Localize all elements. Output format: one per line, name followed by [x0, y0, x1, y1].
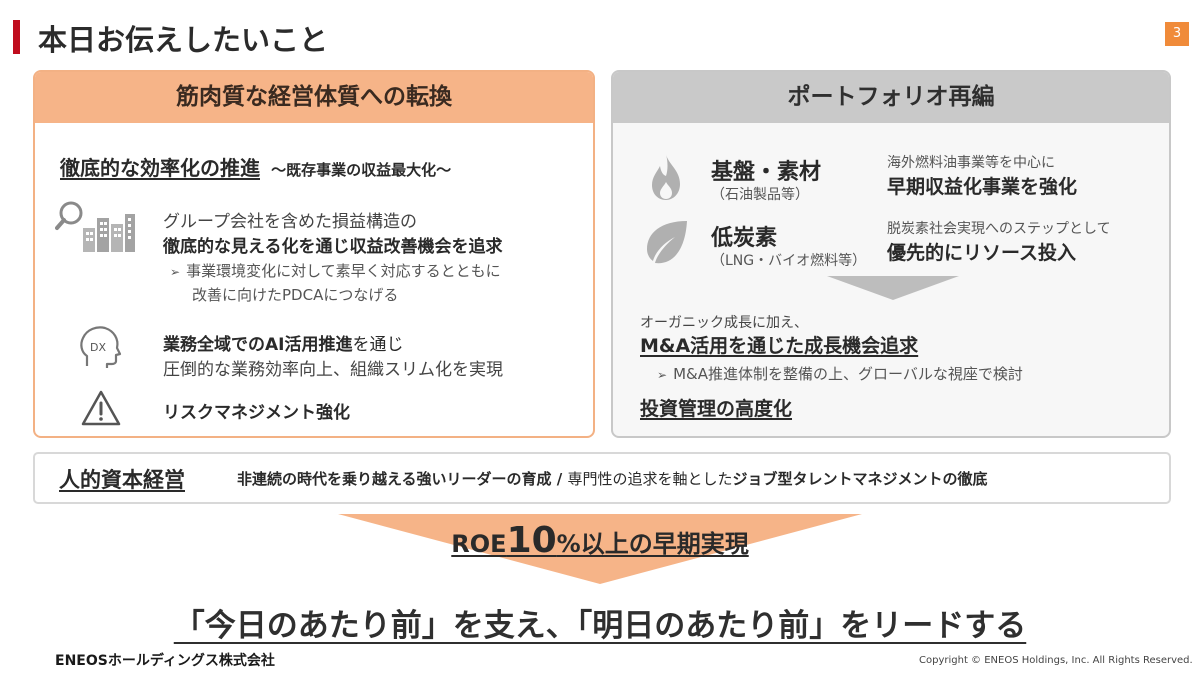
- cat1-title: 基盤・素材: [711, 160, 822, 185]
- warning-icon: [81, 390, 121, 426]
- sub-bullet-icon: ➢: [657, 368, 668, 382]
- portfolio-panel-title: ポートフォリオ再編: [613, 72, 1169, 123]
- cat1-action: 早期収益化事業を強化: [887, 176, 1078, 198]
- roe-target: ROE10%以上の早期実現: [0, 520, 1200, 561]
- flame-icon: [652, 154, 680, 200]
- item2-line2: 圧倒的な業務効率向上、組織スリム化を実現: [163, 360, 503, 380]
- roe-number: 10: [506, 520, 557, 561]
- page-title: 本日お伝えしたいこと: [38, 23, 329, 57]
- organic-note: オーガニック成長に加え、: [640, 315, 808, 331]
- item2-bold: 業務全域でのAI活用推進: [163, 335, 353, 355]
- ma-heading: M&A活用を通じた成長機会追求: [640, 335, 919, 357]
- dx-label: DX: [90, 341, 106, 354]
- down-arrow-icon: [827, 276, 959, 300]
- sub-bullet-icon: ➢: [170, 265, 181, 279]
- roe-arrow: [338, 514, 862, 584]
- efficiency-panel: 筋肉質な経営体質への転換 徹底的な効率化の推進 ～既存事業の収益最大化～ グルー…: [33, 70, 595, 438]
- ma-sub: ➢ M&A推進体制を整備の上、グローバルな視座で検討: [657, 363, 1023, 384]
- company-logo: ENEOSホールディングス株式会社: [55, 653, 275, 669]
- dx-head-icon: DX: [80, 326, 122, 368]
- cat1-note: 海外燃料油事業等を中心に: [887, 155, 1055, 171]
- cat2-title: 低炭素: [711, 226, 778, 251]
- item3-risk: リスクマネジメント強化: [163, 403, 350, 423]
- human-capital-box: 人的資本経営 非連続の時代を乗り越える強いリーダーの育成 / 専門性の追求を軸と…: [33, 452, 1171, 504]
- efficiency-heading-main: 徹底的な効率化の推進: [60, 156, 260, 180]
- ma-sub-text: M&A推進体制を整備の上、グローバルな視座で検討: [673, 365, 1023, 383]
- roe-target-text: ROE10%以上の早期実現: [451, 520, 749, 561]
- cat2-action: 優先的にリソース投入: [887, 242, 1077, 264]
- page-number-badge: 3: [1165, 22, 1189, 46]
- hc-sep: /: [551, 470, 568, 488]
- item1-line2: 徹底的な見える化を通じ収益改善機会を追求: [163, 237, 503, 257]
- human-capital-text: 非連続の時代を乗り越える強いリーダーの育成 / 専門性の追求を軸としたジョブ型タ…: [237, 468, 988, 489]
- roe-prefix: ROE: [451, 530, 507, 558]
- item2-line1: 業務全域でのAI活用推進を通じ: [163, 330, 403, 355]
- cat2-note: 脱炭素社会実現へのステップとして: [887, 221, 1111, 237]
- hc-text2: 専門性の追求を軸とした: [567, 470, 733, 488]
- hc-text1: 非連続の時代を乗り越える強いリーダーの育成: [237, 470, 552, 488]
- roe-suffix: %以上の早期実現: [556, 530, 749, 558]
- human-capital-title: 人的資本経営: [59, 468, 185, 492]
- item2-rest: を通じ: [352, 335, 404, 355]
- cat1-sub: （石油製品等）: [711, 187, 809, 203]
- portfolio-panel: ポートフォリオ再編 基盤・素材 （石油製品等） 海外燃料油事業等を中心に 早期収…: [611, 70, 1171, 438]
- invest-heading: 投資管理の高度化: [640, 398, 793, 420]
- slogan-text: 「今日のあたり前」を支え、「明日のあたり前」をリードする: [173, 608, 1027, 644]
- item1-sub1-text: 事業環境変化に対して素早く対応するとともに: [186, 262, 501, 280]
- hc-text3: ジョブ型タレントマネジメントの徹底: [732, 470, 988, 488]
- efficiency-panel-title: 筋肉質な経営体質への転換: [35, 72, 593, 123]
- item1-sub2: 改善に向けたPDCAにつなげる: [192, 286, 399, 304]
- title-accent-bar: [13, 20, 20, 54]
- search-buildings-icon: [55, 201, 135, 252]
- cat2-sub: （LNG・バイオ燃料等）: [711, 253, 867, 269]
- slogan: 「今日のあたり前」を支え、「明日のあたり前」をリードする: [0, 600, 1200, 645]
- copyright-text: Copyright © ENEOS Holdings, Inc. All Rig…: [919, 655, 1193, 666]
- leaf-icon: [647, 221, 687, 264]
- item1-sub1: ➢ 事業環境変化に対して素早く対応するとともに: [170, 260, 501, 281]
- efficiency-heading-sub: ～既存事業の収益最大化～: [271, 161, 452, 179]
- efficiency-heading: 徹底的な効率化の推進 ～既存事業の収益最大化～: [60, 152, 451, 181]
- item1-line1: グループ会社を含めた損益構造の: [163, 212, 417, 232]
